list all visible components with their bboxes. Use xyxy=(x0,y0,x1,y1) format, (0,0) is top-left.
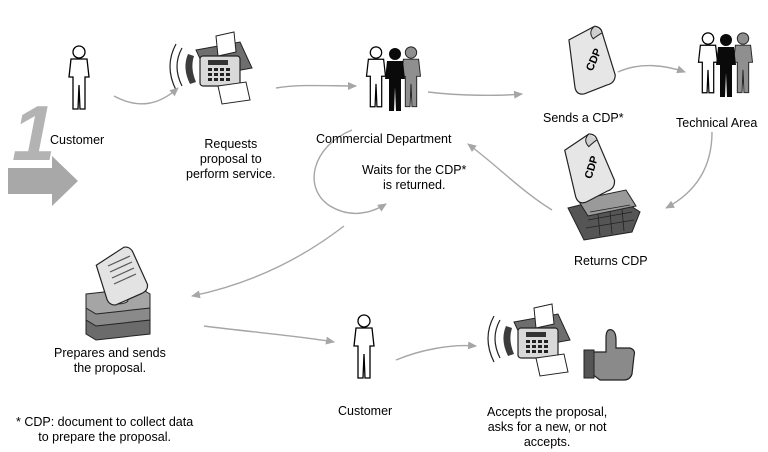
big-arrow-icon xyxy=(8,156,78,206)
waits-label: Waits for the CDP* is returned. xyxy=(362,163,467,192)
thumbs-up-icon xyxy=(583,329,636,381)
arrow-commercial-to-cdp xyxy=(427,90,523,99)
arrow-returns-to-commercial xyxy=(467,143,553,211)
technical-area-label: Technical Area xyxy=(676,116,758,130)
sends-cdp-label: Sends a CDP* xyxy=(543,111,624,125)
step-number-graphic: 1 xyxy=(8,89,78,206)
arrow-customer-to-fax xyxy=(113,87,179,105)
technical-area-icon xyxy=(697,32,753,97)
commercial-department-label: Commercial Department xyxy=(316,132,452,146)
arrow-fax-to-commercial xyxy=(275,81,357,90)
request-label: Requests proposal to perform service. xyxy=(186,137,276,181)
customer-start-icon xyxy=(68,45,90,110)
fax-machine-icon xyxy=(169,31,253,105)
proposal-money-icon xyxy=(85,246,151,341)
arrow-customer-to-accept xyxy=(395,341,477,361)
customer-start-label: Customer xyxy=(50,133,105,147)
arrow-commercial-to-proposal xyxy=(191,225,345,299)
footnote: * CDP: document to collect data to prepa… xyxy=(16,415,194,444)
step-number: 1 xyxy=(12,89,55,177)
accepts-label: Accepts the proposal, asks for a new, or… xyxy=(487,405,608,449)
arrow-proposal-to-customer xyxy=(203,325,335,345)
commercial-department-icon xyxy=(365,46,421,111)
returns-cdp-icon: CDP xyxy=(557,130,641,241)
customer-end-icon xyxy=(353,314,375,379)
arrow-cdp-to-technical xyxy=(617,64,686,74)
prepares-label: Prepares and sends the proposal. xyxy=(54,346,166,375)
process-arrows xyxy=(113,64,713,361)
cdp-document-icon: CDP xyxy=(562,23,619,97)
returns-cdp-label: Returns CDP xyxy=(574,254,648,268)
fax-machine-accept-icon xyxy=(487,303,571,377)
wait-loop-arrow xyxy=(313,129,387,214)
customer-end-label: Customer xyxy=(338,404,393,418)
arrow-technical-to-returns xyxy=(665,131,713,209)
